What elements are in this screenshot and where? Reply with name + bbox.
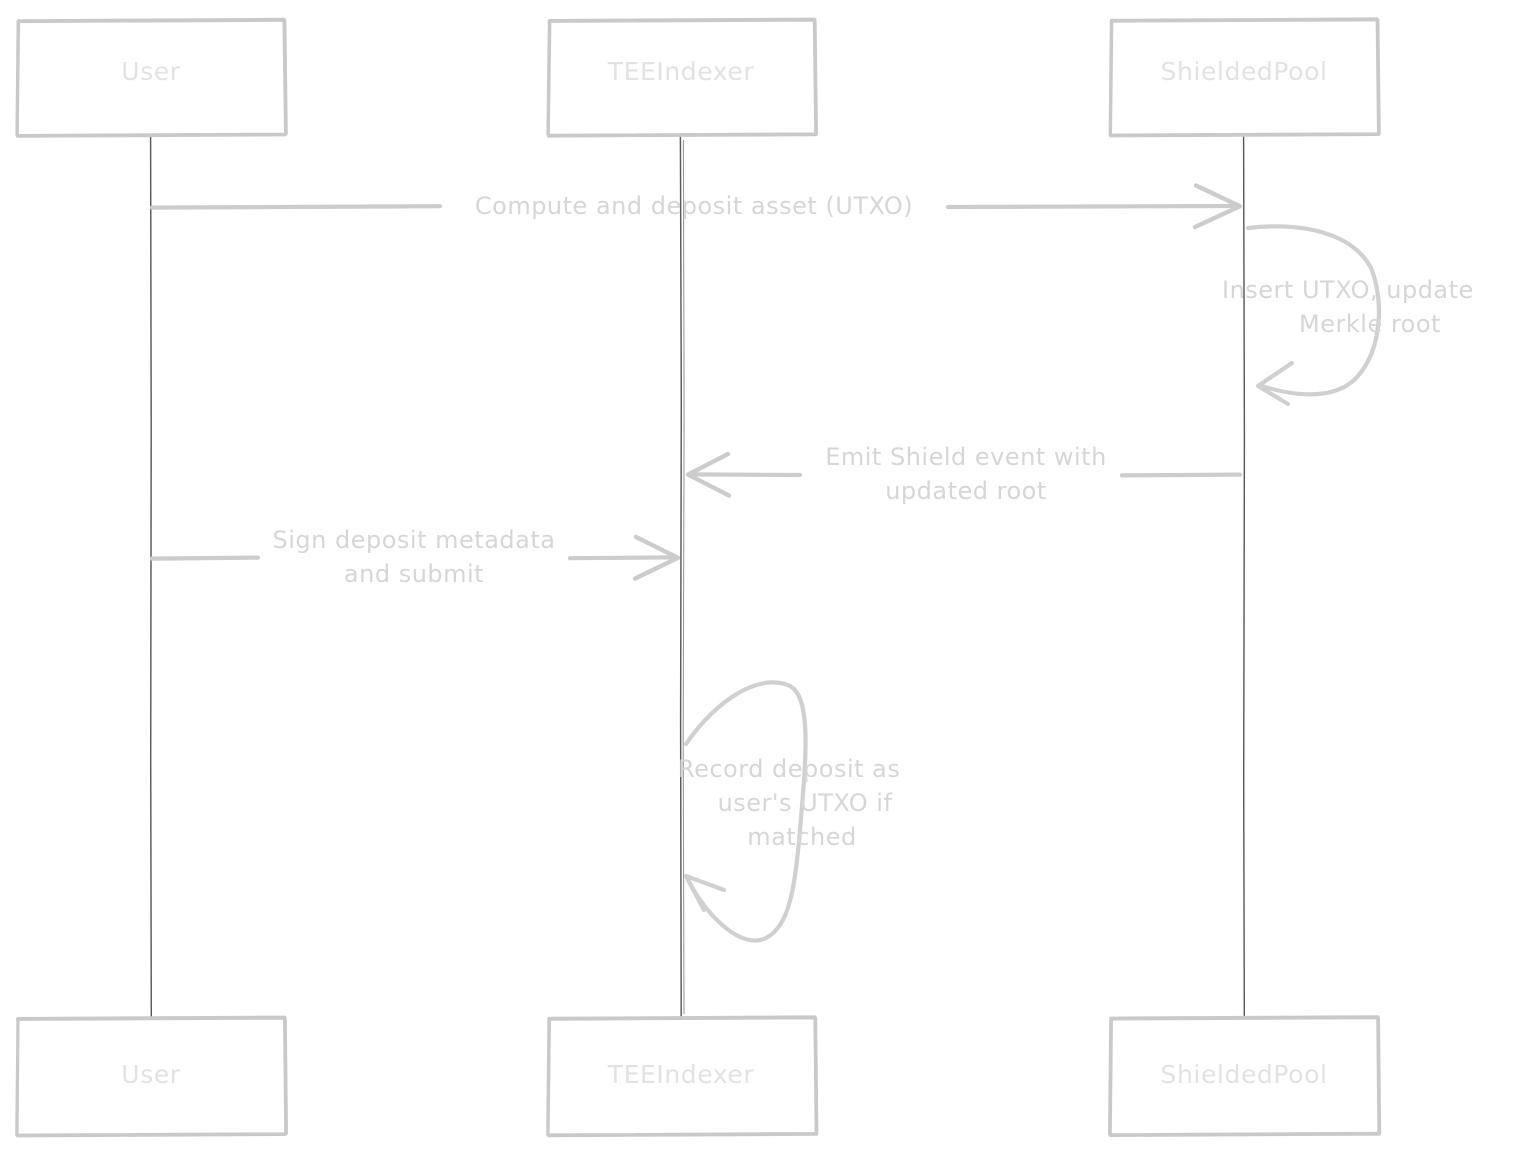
selfloop-path-m2 (1245, 224, 1381, 397)
message-line-m1-right-segment (945, 203, 1235, 210)
message-label-m2-line2: Merkle root (1299, 310, 1441, 338)
participant-label-shielded-pool-bottom: ShieldedPool (1160, 1060, 1327, 1089)
selfloop-arrowhead-m5 (683, 873, 727, 913)
message-line-m3-right-segment (1119, 472, 1243, 478)
participant-box-shielded-pool-top (1108, 17, 1381, 138)
participant-shielded-pool-top[interactable]: ShieldedPool (1108, 17, 1381, 138)
participant-box-tee-indexer-bottom (546, 1015, 819, 1138)
lifeline-tee-indexer-ghost (682, 139, 685, 1015)
message-line-m1-left-segment (149, 204, 443, 210)
message-label-m5-line1: Record deposit as (678, 755, 900, 783)
lifeline-tee-indexer (679, 135, 683, 1018)
message-arrowhead-m4 (632, 534, 681, 581)
message-label-m4-line2: and submit (344, 560, 484, 588)
message-label-m3-line2: updated root (885, 477, 1047, 505)
message-emit-shield-event[interactable]: Emit Shield event with updated root (685, 443, 1243, 505)
participant-label-user-top: User (121, 57, 181, 86)
lifelines-group (149, 135, 1246, 1018)
message-sign-deposit-metadata[interactable]: Sign deposit metadata and submit (149, 526, 681, 588)
participant-box-tee-indexer-top (546, 17, 818, 138)
participant-label-user-bottom: User (121, 1060, 181, 1089)
lifeline-shielded-pool (1242, 135, 1246, 1018)
message-label-m2-line1: Insert UTXO, update (1222, 276, 1474, 304)
participant-shielded-pool-bottom[interactable]: ShieldedPool (1108, 1015, 1382, 1137)
participant-user-top[interactable]: User (15, 17, 288, 138)
participant-box-user-top (15, 17, 288, 138)
participant-box-shielded-pool-bottom (1108, 1015, 1382, 1137)
lifeline-user (149, 135, 153, 1018)
message-label-m5-line2: user's UTXO if (718, 789, 893, 817)
participant-box-user-bottom (15, 1015, 288, 1138)
message-line-m3-left-segment (689, 472, 803, 478)
participant-label-tee-indexer-bottom: TEEIndexer (607, 1060, 755, 1089)
selfloop-path-m5 (683, 680, 808, 943)
message-label-m5-line3: matched (747, 823, 856, 851)
message-compute-and-deposit-asset[interactable]: Compute and deposit asset (UTXO) (149, 183, 1243, 230)
participant-user-bottom[interactable]: User (15, 1015, 288, 1138)
participant-label-shielded-pool-top: ShieldedPool (1160, 57, 1327, 86)
message-insert-utxo-update-merkle-root[interactable]: Insert UTXO, update Merkle root (1222, 224, 1474, 407)
message-label-m4-line1: Sign deposit metadata (273, 526, 556, 554)
message-label-m3-line1: Emit Shield event with (825, 443, 1107, 471)
participant-tee-indexer-top[interactable]: TEEIndexer (546, 17, 818, 138)
message-line-m4-left-segment (149, 555, 261, 561)
participant-label-tee-indexer-top: TEEIndexer (607, 57, 755, 86)
participant-tee-indexer-bottom[interactable]: TEEIndexer (546, 1015, 819, 1138)
message-arrowhead-m1 (1192, 183, 1243, 230)
selfloop-arrowhead-m2 (1255, 360, 1295, 407)
message-label-m1: Compute and deposit asset (UTXO) (475, 192, 913, 220)
message-line-m4-right-segment (567, 555, 675, 561)
message-record-deposit-as-user-utxo[interactable]: Record deposit as user's UTXO if matched (678, 680, 900, 943)
message-arrowhead-m3 (685, 451, 732, 498)
